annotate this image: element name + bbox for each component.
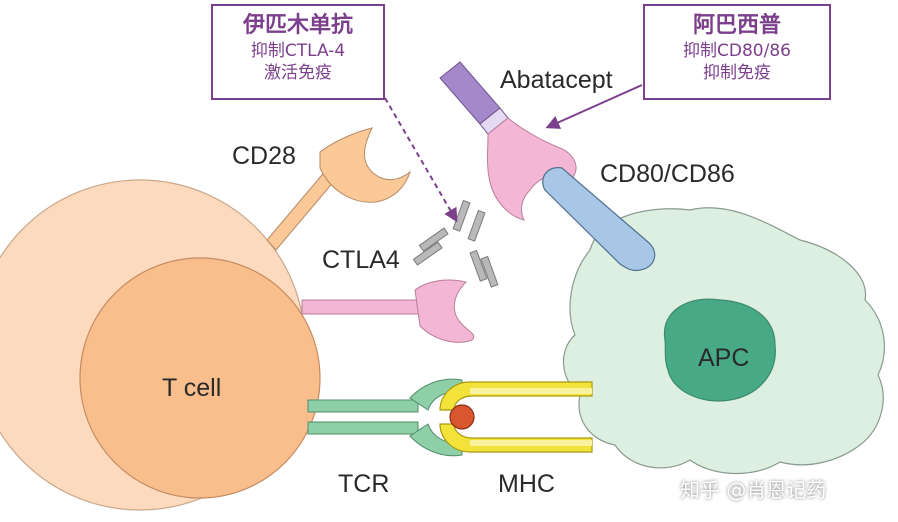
ipilimumab-line2: 激活免疫 [264, 63, 332, 84]
apc-nucleus [663, 298, 776, 402]
tcell-label: T cell [162, 374, 222, 402]
ipilimumab-antibody [412, 199, 499, 288]
ipilimumab-title: 伊匹木单抗 [242, 13, 353, 38]
abatacept-title: 阿巴西普 [692, 13, 781, 38]
tcr-receptor [307, 378, 463, 457]
antigen-peptide [449, 404, 475, 430]
ipilimumab-callout: 伊匹木单抗 抑制CTLA-4 激活免疫 [211, 4, 385, 100]
ctla4-receptor [301, 279, 475, 343]
abatacept-molecule [439, 61, 577, 221]
cd80-cd86-label: CD80/CD86 [600, 160, 735, 188]
abatacept-arrow [545, 84, 643, 129]
mhc-complex [439, 381, 593, 453]
cd28-receptor [266, 127, 411, 251]
mhc-label: MHC [498, 470, 555, 498]
abatacept-callout: 阿巴西普 抑制CD80/86 抑制免疫 [643, 4, 831, 100]
tcell-nucleus [79, 257, 321, 499]
ctla4-label: CTLA4 [322, 246, 400, 274]
abatacept-label: Abatacept [500, 66, 613, 94]
abatacept-line1: 抑制CD80/86 [683, 40, 791, 61]
tcr-label: TCR [338, 470, 390, 498]
cd80-cd86-ligand [542, 166, 656, 272]
apc-label: APC [698, 344, 750, 372]
ipilimumab-line1: 抑制CTLA-4 [250, 40, 346, 61]
cd28-label: CD28 [232, 142, 296, 170]
ipilimumab-arrow [384, 97, 458, 223]
watermark: 知乎 @肖恩记药 [680, 478, 827, 502]
abatacept-line2: 抑制免疫 [703, 63, 771, 84]
